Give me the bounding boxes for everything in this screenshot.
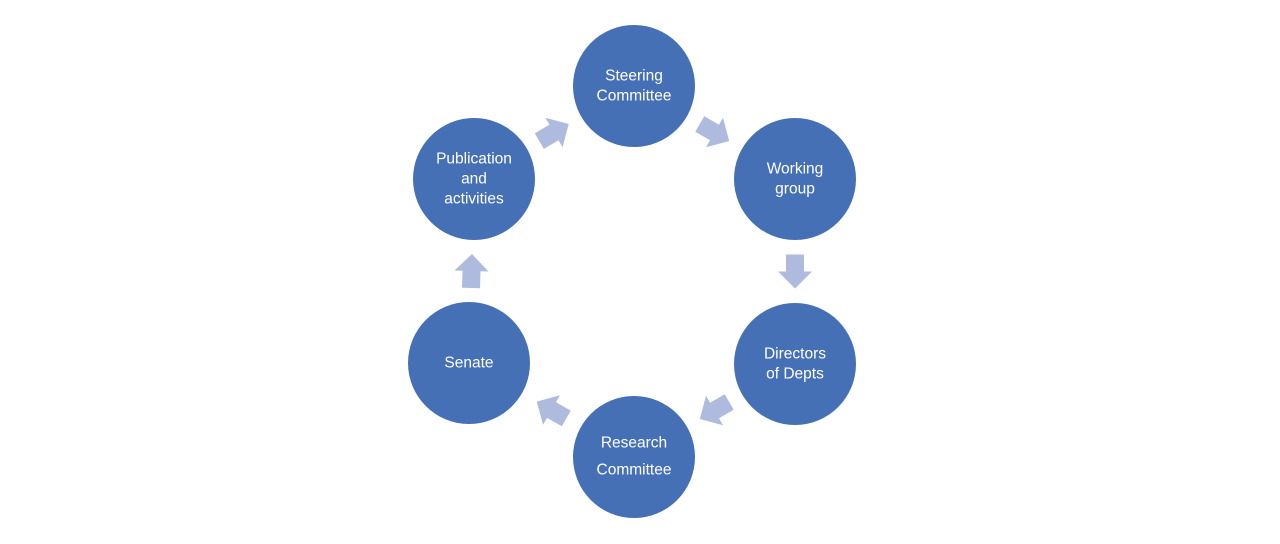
node-circle-publication-and-activities <box>413 118 535 240</box>
node-circle-senate <box>408 302 530 424</box>
node-label-directors-of-depts: Directors <box>764 346 826 363</box>
node-label-publication-and-activities: and <box>461 171 487 188</box>
node-label-steering-committee: Committee <box>597 88 672 105</box>
node-label-working-group: group <box>775 181 815 198</box>
node-label-working-group: Working <box>767 161 824 178</box>
node-label-steering-committee: Steering <box>605 68 663 85</box>
node-circle-research-committee <box>573 396 695 518</box>
node-label-publication-and-activities: Publication <box>436 151 512 168</box>
node-senate: Senate <box>408 302 530 424</box>
flow-arrow-working-group-to-directors-of-depts <box>778 254 812 289</box>
node-label-research-committee: Committee <box>597 462 672 479</box>
flow-arrow-steering-committee-to-working-group <box>695 116 730 148</box>
node-label-senate: Senate <box>444 355 493 372</box>
flow-arrow-publication-and-activities-to-steering-committee <box>534 117 569 149</box>
flow-arrow-research-committee-to-senate <box>536 395 571 427</box>
flow-arrow-senate-to-publication-and-activities <box>454 254 489 289</box>
node-directors-of-depts: Directors of Depts <box>734 303 856 425</box>
flow-arrow-directors-of-depts-to-research-committee <box>699 394 734 426</box>
node-layer: SteeringCommitteeWorkinggroupDirectorsof… <box>408 25 856 518</box>
node-circle-steering-committee <box>573 25 695 147</box>
node-working-group: Working group <box>734 118 856 240</box>
node-label-research-committee: Research <box>601 435 667 452</box>
node-label-directors-of-depts: of Depts <box>766 366 824 383</box>
arrow-layer <box>454 116 812 427</box>
node-publication-and-activities: Publication and activities <box>413 118 535 240</box>
node-circle-directors-of-depts <box>734 303 856 425</box>
node-label-publication-and-activities: activities <box>444 191 504 208</box>
node-circle-working-group <box>734 118 856 240</box>
